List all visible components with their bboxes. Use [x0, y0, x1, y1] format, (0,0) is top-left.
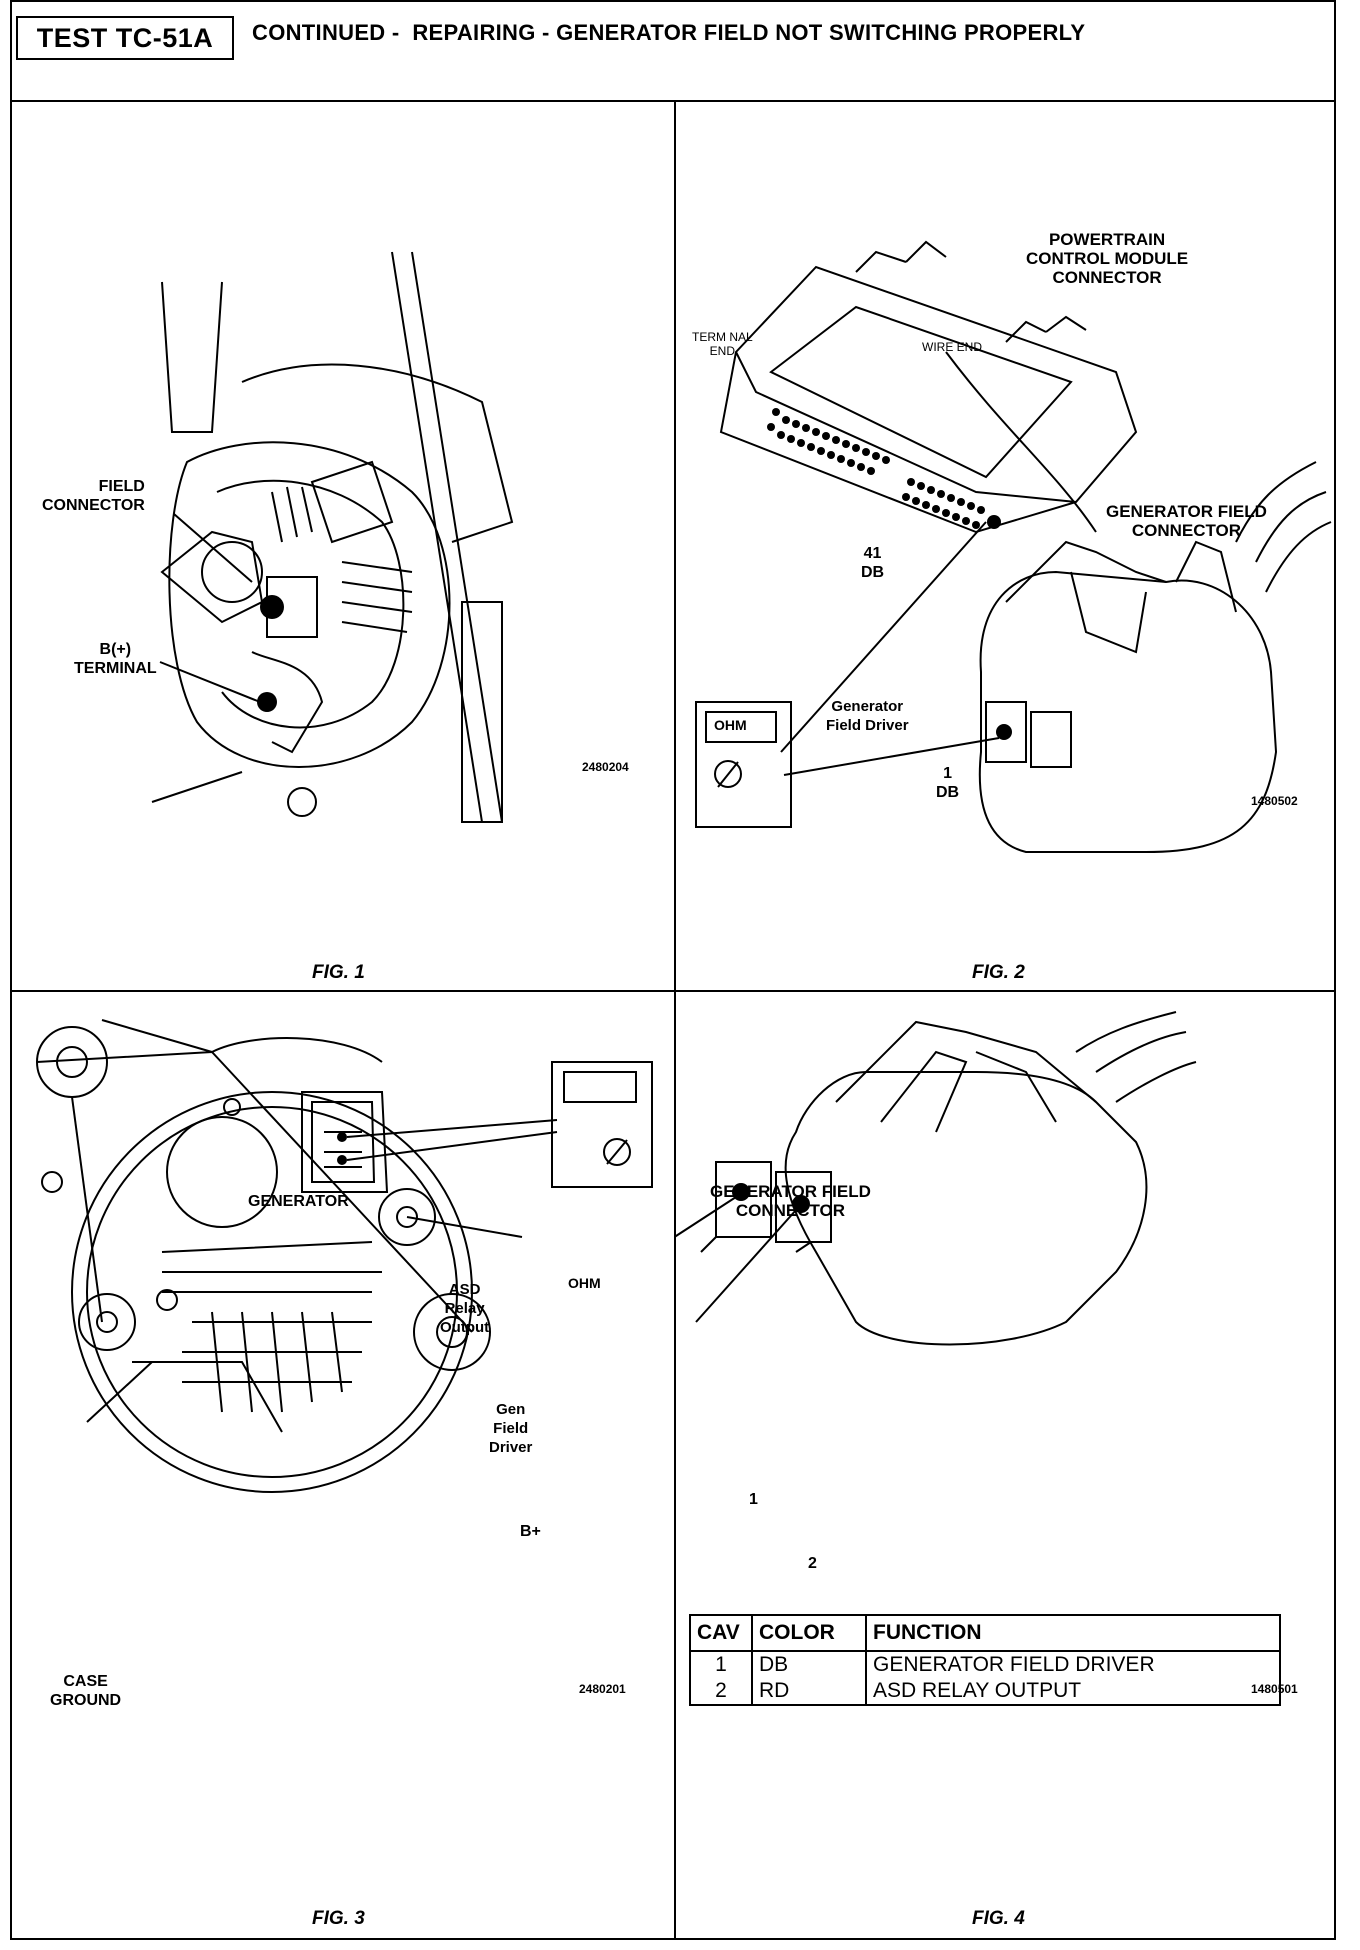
pin-41-label: 41 DB [861, 545, 885, 581]
table-cell: RD [752, 1678, 867, 1705]
ohmmeter-display: OHM [568, 1275, 601, 1291]
figure-3-caption: FIG. 3 [312, 1908, 365, 1929]
cavity-function-table: CAV COLOR FUNCTION 1 DB GENERATOR FIELD … [689, 1614, 1281, 1706]
table-cell: 1 [690, 1651, 753, 1678]
fig1-image-code: 2480204 [582, 760, 629, 774]
generator-rear-illustration [36, 1019, 653, 1493]
asd-relay-output-label: ASD Relay Output [440, 1281, 490, 1336]
b-plus-label: B+ [520, 1523, 541, 1540]
column-header: FUNCTION [866, 1615, 1280, 1652]
table-row: 2 RD ASD RELAY OUTPUT [690, 1678, 1280, 1705]
generator-label: GENERATOR [248, 1193, 349, 1210]
ohmmeter-display: OHM [714, 717, 747, 733]
figure-1-panel: FIELD CONNECTOR B(+) TERMINAL 2480204 FI… [12, 102, 676, 992]
table-cell: ASD RELAY OUTPUT [873, 1679, 1082, 1702]
generator-field-connector-illustration [676, 1011, 1197, 1346]
figure-4-caption: FIG. 4 [972, 1908, 1025, 1929]
page-title: CONTINUED - REPAIRING - GENERATOR FIELD … [252, 20, 1086, 45]
cavity-1-label: 1 [749, 1491, 758, 1508]
column-header: COLOR [752, 1615, 867, 1652]
fig4-image-code: 1480501 [1251, 1682, 1298, 1696]
test-id-box: TEST TC-51A [16, 16, 234, 60]
table-cell: GENERATOR FIELD DRIVER [873, 1653, 1155, 1676]
gen-field-connector-label: GENERATOR FIELD CONNECTOR [710, 1182, 871, 1220]
table-row: 1 DB GENERATOR FIELD DRIVER [690, 1651, 1280, 1678]
gen-field-driver-label: Gen Field Driver [489, 1401, 533, 1456]
figure-4-panel: GENERATOR FIELD CONNECTOR 1 2 CAV COLOR … [676, 992, 1336, 1938]
b-terminal-label: B(+) TERMINAL [74, 641, 157, 677]
table-header-row: CAV COLOR FUNCTION [690, 1615, 1280, 1652]
wire-end-label: WIRE END [922, 340, 982, 354]
terminal-end-label: TERM NAL END [692, 330, 753, 358]
generator-mounted-illustration [151, 251, 514, 823]
figure-2-caption: FIG. 2 [972, 962, 1025, 983]
cavity-2-label: 2 [808, 1555, 817, 1572]
field-connector-label: FIELD CONNECTOR [42, 478, 145, 514]
figure-3-panel: GENERATOR ASD Relay Output Gen Field Dri… [12, 992, 676, 1938]
column-header: CAV [690, 1615, 753, 1652]
table-cell: 2 [690, 1678, 753, 1705]
service-manual-page: TEST TC-51A CONTINUED - REPAIRING - GENE… [10, 0, 1336, 1940]
pin-1-label: 1 DB [936, 765, 960, 801]
gen-field-connector-label: GENERATOR FIELD CONNECTOR [1106, 502, 1267, 540]
page-header: TEST TC-51A CONTINUED - REPAIRING - GENE… [12, 2, 1334, 102]
generator-field-driver-label: Generator Field Driver [826, 698, 909, 734]
pcm-connector-label: POWERTRAIN CONTROL MODULE CONNECTOR [1026, 230, 1189, 287]
fig3-image-code: 2480201 [579, 1682, 626, 1696]
case-ground-label: CASE GROUND [50, 1673, 122, 1709]
figure-1-caption: FIG. 1 [312, 962, 365, 983]
table-cell: DB [752, 1651, 867, 1678]
figure-2-panel: POWERTRAIN CONTROL MODULE CONNECTOR TERM… [676, 102, 1336, 992]
fig2-image-code: 1480502 [1251, 794, 1298, 808]
pcm-and-field-connector-illustration [695, 240, 1332, 853]
